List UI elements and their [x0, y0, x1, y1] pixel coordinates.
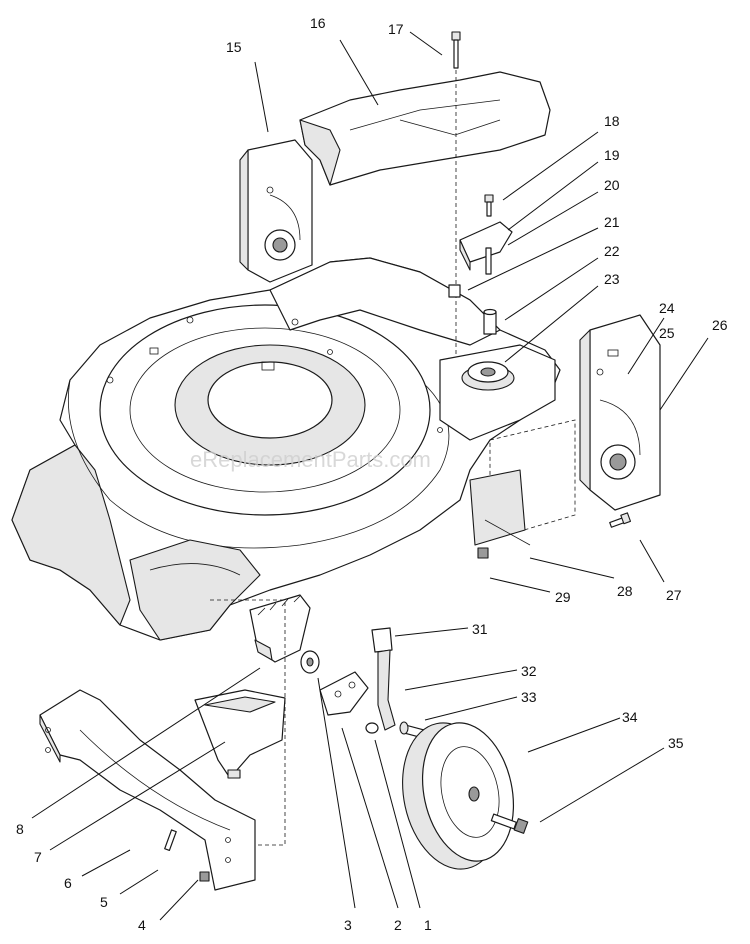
callout-2[interactable]: 2 [394, 917, 402, 933]
wheel-part-34[interactable] [390, 714, 526, 879]
nut-part-29[interactable] [477, 547, 489, 559]
leader-lines [31, 31, 709, 921]
callout-6[interactable]: 6 [64, 875, 72, 891]
callout-19[interactable]: 19 [604, 147, 620, 163]
callout-35[interactable]: 35 [668, 735, 684, 751]
watermark: eReplacementParts.com [190, 447, 431, 472]
callout-7-label[interactable]: 7 [34, 849, 42, 865]
callout-26[interactable]: 26 [712, 317, 728, 333]
callout-22[interactable]: 22 [604, 243, 620, 259]
callout-4[interactable]: 4 [138, 917, 146, 933]
plate-part-2[interactable] [319, 671, 369, 716]
height-plate-part-15[interactable] [239, 139, 313, 283]
callout-3[interactable]: 3 [344, 917, 352, 933]
callout-5[interactable]: 5 [100, 894, 108, 910]
callout-31[interactable]: 31 [472, 621, 488, 637]
screw-part-5[interactable] [164, 829, 177, 852]
callout-27[interactable]: 27 [666, 587, 682, 603]
callout-8[interactable]: 8 [16, 821, 24, 837]
chute-part-7[interactable] [194, 689, 286, 779]
bracket-part-19[interactable] [459, 221, 513, 271]
top-cover-part-16[interactable] [299, 71, 551, 186]
stud-part-20[interactable] [485, 247, 492, 275]
washer-part-3[interactable] [300, 650, 320, 674]
spacer-part-21[interactable] [448, 284, 461, 298]
callout-29[interactable]: 29 [555, 589, 571, 605]
callout-33[interactable]: 33 [521, 689, 537, 705]
callout-1[interactable]: 1 [424, 917, 432, 933]
sector-part-8[interactable] [249, 594, 311, 663]
height-plate-part-24[interactable] [579, 314, 661, 511]
callout-18[interactable]: 18 [604, 113, 620, 129]
callout-21[interactable]: 21 [604, 214, 620, 230]
nut-part-4[interactable] [199, 871, 210, 882]
callout-25[interactable]: 25 [659, 325, 675, 341]
callout-32[interactable]: 32 [521, 663, 537, 679]
lever-part-31[interactable] [371, 627, 396, 731]
callout-16[interactable]: 16 [310, 15, 326, 31]
mower-deck[interactable] [11, 257, 561, 641]
callout-28[interactable]: 28 [617, 583, 633, 599]
bolt-part-17[interactable] [451, 31, 461, 69]
axle-plate-part-28[interactable] [469, 469, 531, 546]
callout-23[interactable]: 23 [604, 271, 620, 287]
axle-bolt-part-35[interactable] [490, 813, 529, 834]
callout-labels: 15 16 17 18 19 20 21 22 23 24 25 26 27 2… [16, 15, 728, 933]
callout-17[interactable]: 17 [388, 21, 404, 37]
callout-20[interactable]: 20 [604, 177, 620, 193]
callout-24[interactable]: 24 [659, 300, 675, 316]
bolt-part-27[interactable] [609, 512, 632, 528]
callout-15[interactable]: 15 [226, 39, 242, 55]
callout-34[interactable]: 34 [622, 709, 638, 725]
bolt-part-18[interactable] [484, 194, 494, 217]
pivot-part-23[interactable] [461, 361, 515, 391]
washer-part-1[interactable] [365, 722, 379, 734]
bushing-part-22[interactable] [483, 308, 497, 335]
